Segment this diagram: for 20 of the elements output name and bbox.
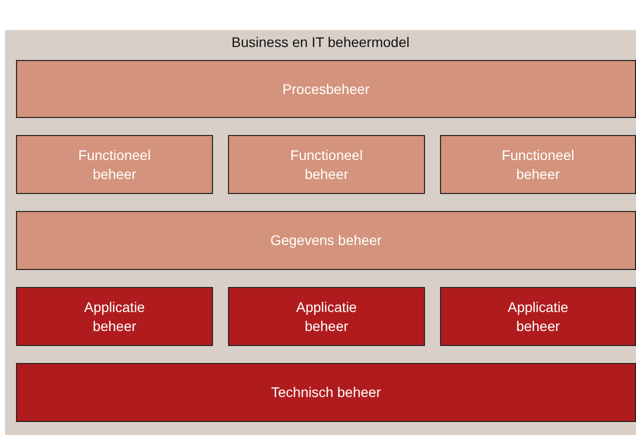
panel-background (5, 30, 636, 435)
layer-box (440, 135, 636, 194)
layer-box (16, 135, 213, 194)
layer-box (228, 135, 425, 194)
panel-heading: Business en IT beheermodel (230, 34, 410, 50)
layer-label: Gegevens beheer (270, 231, 382, 250)
layer-bar (16, 363, 636, 422)
layer-bar (16, 60, 636, 118)
layer-label: Applicatie beheer (83, 298, 146, 336)
layer-box (16, 287, 213, 346)
layer-label: Applicatie beheer (295, 298, 358, 336)
layer-label: Technisch beheer (271, 383, 381, 402)
layer-label: Applicatie beheer (506, 298, 570, 336)
layer-label: Functioneel beheer (77, 146, 152, 184)
layer-label: Procesbeheer (282, 80, 370, 98)
layer-box (228, 287, 425, 346)
layer-box (440, 287, 636, 346)
layer-bar (16, 211, 636, 270)
layer-label: Functioneel beheer (500, 146, 576, 184)
layer-label: Functioneel beheer (289, 146, 364, 184)
